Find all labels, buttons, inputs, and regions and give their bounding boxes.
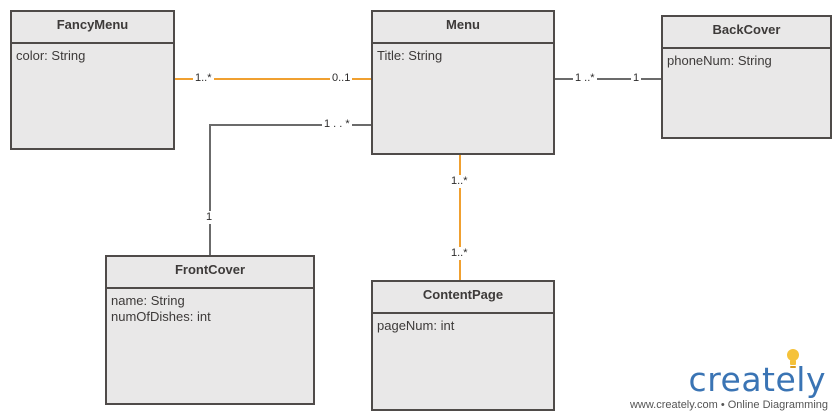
class-backcover[interactable]: BackCover phoneNum: String (661, 15, 832, 139)
class-frontcover[interactable]: FrontCover name: String numOfDishes: int (105, 255, 315, 405)
class-contentpage-attributes: pageNum: int (373, 314, 553, 338)
creately-logo: creately (688, 360, 826, 399)
mult-menu-side-to-fancymenu: 0..1 (330, 72, 353, 85)
mult-menu-side-to-backcover: 1 ..* (573, 72, 597, 85)
attribute: Title: String (377, 48, 443, 63)
attribute: color: String (16, 48, 86, 63)
class-backcover-attributes: phoneNum: String (663, 49, 830, 73)
class-fancymenu[interactable]: FancyMenu color: String (10, 10, 175, 150)
mult-menu-side-to-contentpage: 1..* (449, 175, 470, 188)
class-contentpage[interactable]: ContentPage pageNum: int (371, 280, 555, 411)
mult-contentpage-side: 1..* (449, 247, 470, 260)
class-frontcover-name: FrontCover (107, 257, 313, 289)
attribute: pageNum: int (377, 318, 455, 333)
class-menu[interactable]: Menu Title: String (371, 10, 555, 155)
class-menu-attributes: Title: String (373, 44, 553, 68)
class-contentpage-name: ContentPage (373, 282, 553, 314)
creately-tagline: www.creately.com • Online Diagramming (629, 399, 828, 411)
attribute: name: String (111, 293, 185, 308)
mult-menu-side-to-frontcover: 1 . . * (322, 118, 352, 131)
assoc-line-menu-frontcover[interactable] (209, 124, 371, 257)
mult-frontcover-side: 1 (204, 211, 215, 224)
lightbulb-icon (787, 349, 799, 368)
class-fancymenu-name: FancyMenu (12, 12, 173, 44)
class-backcover-name: BackCover (663, 17, 830, 49)
class-menu-name: Menu (373, 12, 553, 44)
mult-backcover-side: 1 (631, 72, 642, 85)
attribute: numOfDishes: int (111, 309, 211, 324)
creately-branding[interactable]: creately www.creately.com • Online Diagr… (600, 344, 836, 416)
attribute: phoneNum: String (667, 53, 772, 68)
class-frontcover-attributes: name: String numOfDishes: int (107, 289, 313, 329)
mult-fancymenu-side: 1..* (193, 72, 214, 85)
class-fancymenu-attributes: color: String (12, 44, 173, 68)
